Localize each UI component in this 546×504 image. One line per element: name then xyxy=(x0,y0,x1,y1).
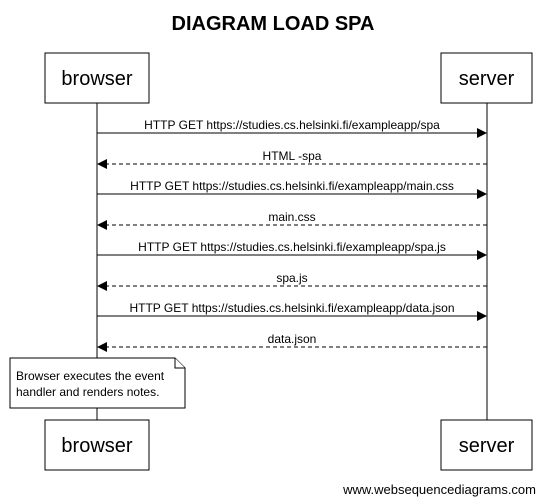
note-line-1: Browser executes the event xyxy=(16,369,165,383)
message-label: spa.js xyxy=(276,271,307,285)
participant-label-browser-bottom: browser xyxy=(61,435,132,457)
arrowhead-icon xyxy=(97,220,107,230)
participant-label-server-top: server xyxy=(459,68,515,90)
participant-server-bottom: server xyxy=(440,419,533,471)
arrowhead-icon xyxy=(97,342,107,352)
message-3: HTTP GET https://studies.cs.helsinki.fi/… xyxy=(97,179,487,199)
participant-server-top: server xyxy=(440,52,533,104)
participant-label-server-bottom: server xyxy=(459,435,515,457)
arrowhead-icon xyxy=(477,128,487,138)
message-label: HTTP GET https://studies.cs.helsinki.fi/… xyxy=(130,179,454,193)
note: Browser executes the event handler and r… xyxy=(9,357,186,409)
message-label: main.css xyxy=(268,210,315,224)
participant-label-browser-top: browser xyxy=(61,68,132,90)
message-label: HTTP GET https://studies.cs.helsinki.fi/… xyxy=(138,240,446,254)
message-2: HTML -spa xyxy=(97,149,487,169)
message-7: HTTP GET https://studies.cs.helsinki.fi/… xyxy=(97,301,487,321)
message-label: HTML -spa xyxy=(263,149,322,163)
diagram-title: DIAGRAM LOAD SPA xyxy=(172,13,375,35)
participant-browser-top: browser xyxy=(44,52,150,104)
arrowhead-icon xyxy=(477,250,487,260)
message-1: HTTP GET https://studies.cs.helsinki.fi/… xyxy=(97,118,487,138)
arrowhead-icon xyxy=(97,159,107,169)
arrowhead-icon xyxy=(97,281,107,291)
message-4: main.css xyxy=(97,210,487,230)
arrowhead-icon xyxy=(477,189,487,199)
message-6: spa.js xyxy=(97,271,487,291)
watermark: www.websequencediagrams.com xyxy=(342,482,536,497)
message-label: data.json xyxy=(268,332,317,346)
arrowhead-icon xyxy=(477,311,487,321)
participant-browser-bottom: browser xyxy=(44,419,150,471)
message-label: HTTP GET https://studies.cs.helsinki.fi/… xyxy=(144,118,440,132)
message-5: HTTP GET https://studies.cs.helsinki.fi/… xyxy=(97,240,487,260)
message-label: HTTP GET https://studies.cs.helsinki.fi/… xyxy=(129,301,454,315)
messages-group: HTTP GET https://studies.cs.helsinki.fi/… xyxy=(97,118,487,352)
note-line-2: handler and renders notes. xyxy=(16,385,159,399)
message-8: data.json xyxy=(97,332,487,352)
